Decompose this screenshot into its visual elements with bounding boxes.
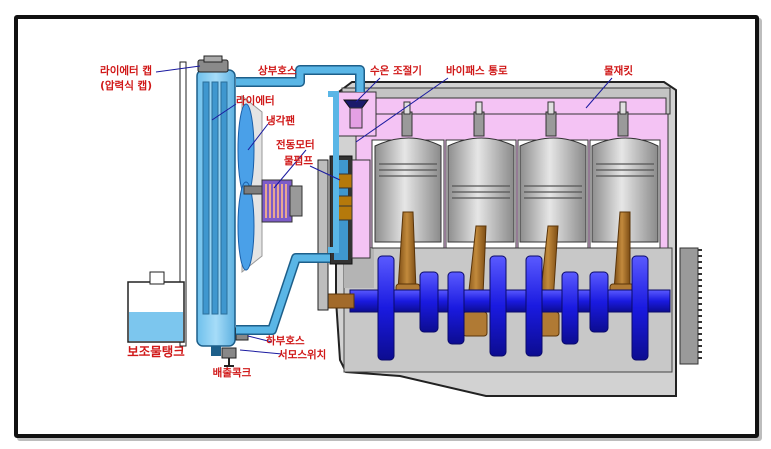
engine [327,81,702,397]
label-cooling-fan: 냉각팬 [266,114,295,127]
lower-hose [236,253,330,335]
spark-plug-4 [617,111,629,137]
label-radiator-cap-sub: (압력식 캡) [100,79,152,92]
labels: 라이에터 캡 (압력식 캡) 상부호스 수온 조절기 바이패스 통로 물재킷 라… [100,64,633,379]
belt-pulley [317,159,329,311]
label-thermostat: 수온 조절기 [370,64,422,77]
label-radiator-cap: 라이에터 캡 [100,64,152,77]
label-upper-hose: 상부호스 [258,64,297,77]
crankshaft [327,255,671,361]
bypass-passage [328,91,339,253]
piston-2 [447,137,515,243]
piston-3 [519,137,587,243]
label-drain-cock: 배출콕크 [213,366,252,379]
radiator-cap [197,55,229,73]
upper-hose [236,65,365,92]
leader-lines [155,65,613,355]
flywheel [679,247,702,365]
crank-pulley [327,293,355,309]
label-bypass: 바이패스 통로 [446,64,508,77]
cooling-fan [237,94,267,274]
label-water-pump: 물펌프 [284,154,313,167]
spark-plug-1 [401,111,413,137]
label-thermo-switch: 서모스위치 [278,348,326,361]
electric-motor [261,179,303,223]
spark-plug-3 [545,111,557,137]
cylinder-4 [589,101,661,249]
label-lower-hose: 하부호스 [266,334,305,347]
drain-cock [221,347,237,367]
cylinder-1 [371,101,445,249]
label-electric-motor: 전동모터 [276,138,315,151]
label-reserve-tank: 보조물탱크 [127,344,185,359]
radiator [179,55,249,367]
spark-plug-2 [473,111,485,137]
label-radiator: 라이에터 [236,94,275,107]
label-water-jacket: 물재킷 [604,64,633,77]
thermostat [335,91,377,137]
reserve-tank [127,271,185,343]
overflow-tube [179,61,187,347]
